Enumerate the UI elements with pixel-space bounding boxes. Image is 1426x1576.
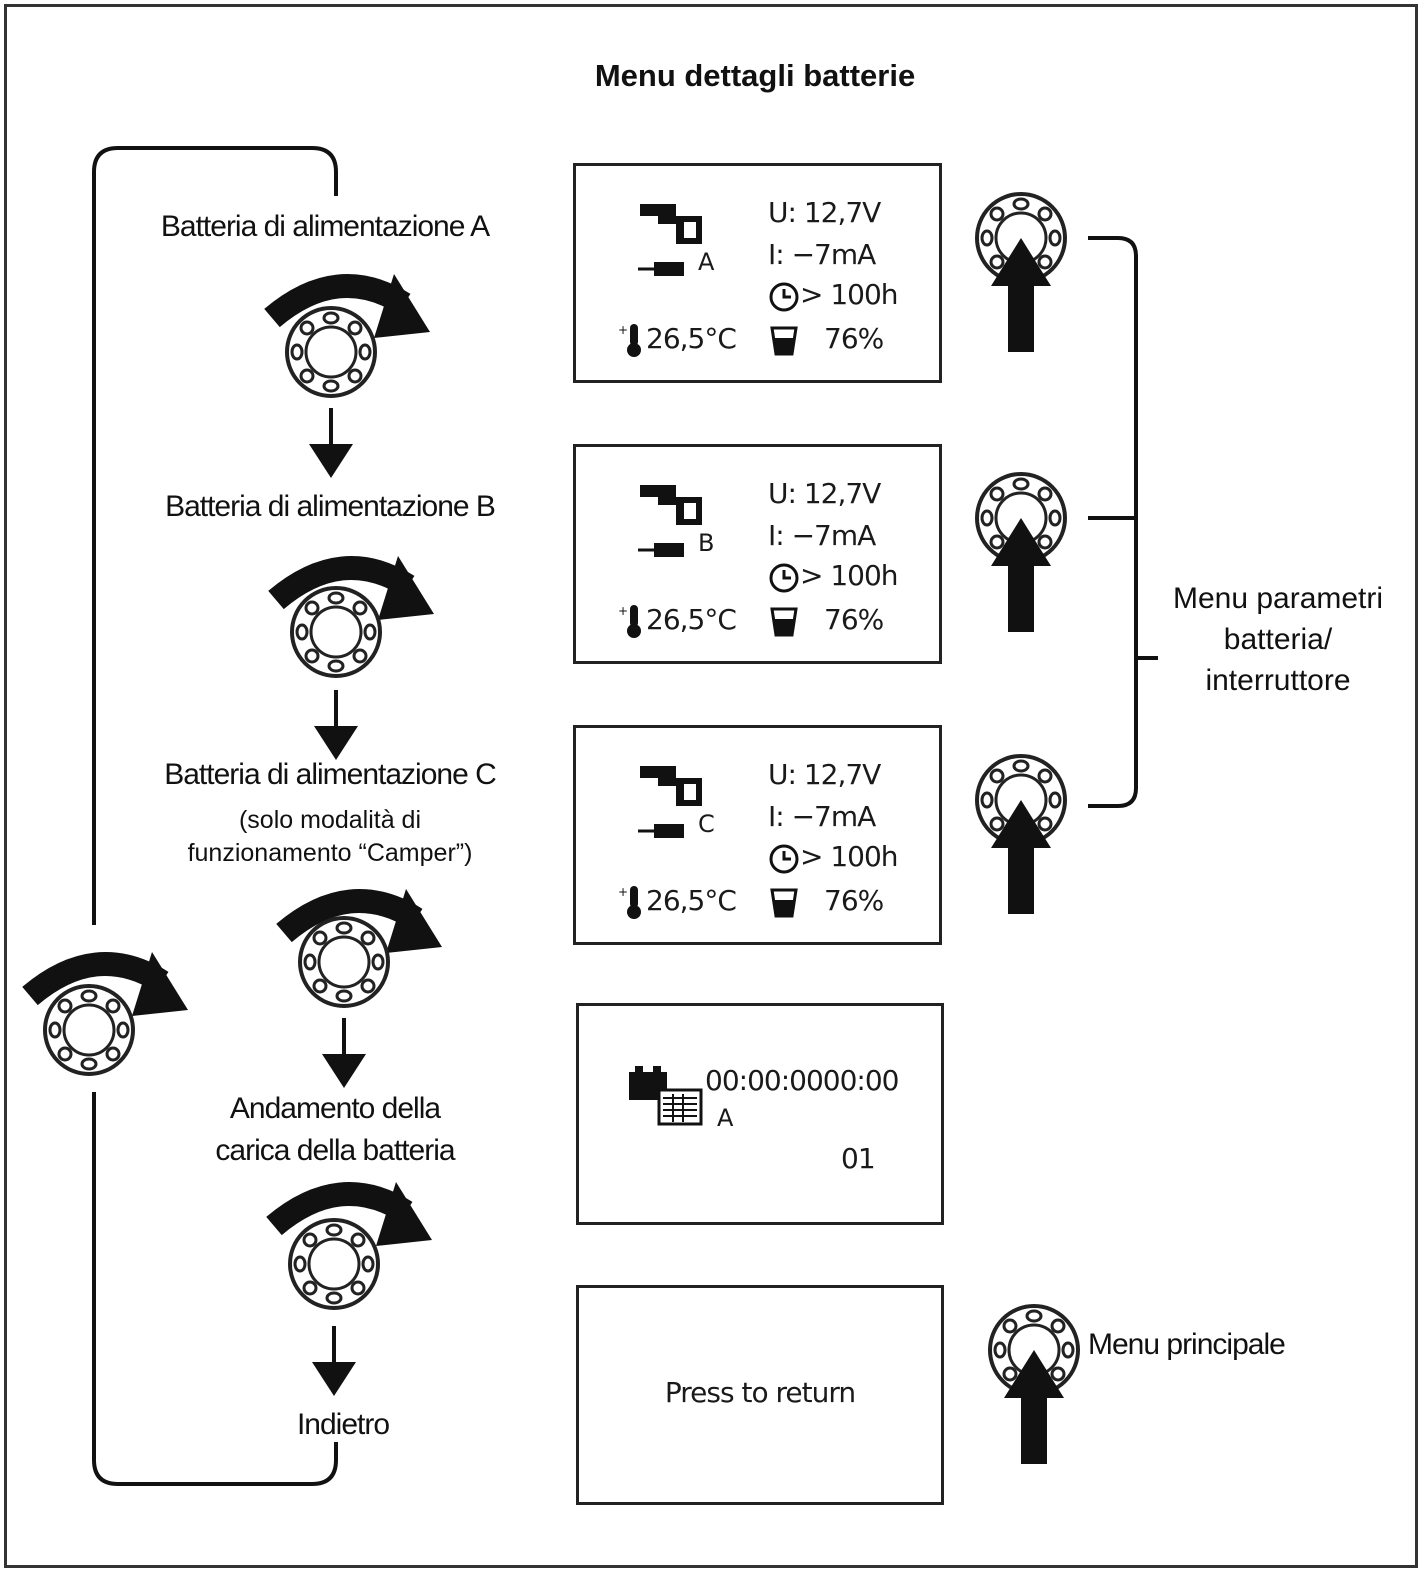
battery-plug-icon <box>638 204 702 276</box>
battery-id: B <box>698 529 715 557</box>
rotary-knob-icon <box>285 306 377 398</box>
screen-battery-a: A U: 12,7V I: −7mA > 100h + 26,5°C 76% <box>573 163 942 383</box>
down-arrow-icon <box>307 406 355 480</box>
temperature-value: 26,5°C <box>646 603 737 636</box>
screen-battery-b: B U: 12,7V I: −7mA > 100h + 26,5°C 76% <box>573 444 942 664</box>
svg-text:+: + <box>618 604 628 618</box>
svg-text:+: + <box>618 323 628 337</box>
battery-id: C <box>698 810 715 838</box>
clock-icon <box>769 282 799 312</box>
step-charge-2: carica della batteria <box>215 1134 455 1167</box>
calendar-battery-icon <box>629 1066 703 1126</box>
params-label-3: interruttore <box>1205 664 1351 697</box>
battery-plug-icon <box>638 485 702 557</box>
down-arrow-icon <box>320 1016 368 1090</box>
fuel-gauge-icon <box>770 607 798 637</box>
soc-value: 76% <box>824 322 884 355</box>
rotary-knob-icon <box>298 916 390 1008</box>
step-battery-c: Batteria di alimentazione C <box>164 758 497 791</box>
time-value: > 100h <box>800 278 899 311</box>
screen-battery-c: C U: 12,7V I: −7mA > 100h + 26,5°C 76% <box>573 725 942 945</box>
voltage-value: U: 12,7V <box>768 196 881 229</box>
step-battery-a: Batteria di alimentazione A <box>160 210 490 243</box>
main-menu-label: Menu principale <box>1088 1328 1286 1361</box>
fuel-gauge-icon <box>770 888 798 918</box>
step-charge-1: Andamento della <box>229 1092 441 1125</box>
fuel-gauge-icon <box>770 326 798 356</box>
battery-id: A <box>698 248 714 276</box>
soc-value: 76% <box>824 884 884 917</box>
charge-index: 01 <box>841 1142 876 1175</box>
down-arrow-icon <box>310 1324 358 1398</box>
params-label-2: batteria/ <box>1223 623 1333 656</box>
screen-return: Press to return <box>576 1285 944 1505</box>
current-value: I: −7mA <box>768 238 876 271</box>
rotary-knob-icon <box>290 586 382 678</box>
clock-icon <box>769 844 799 874</box>
thermometer-icon: + <box>618 604 641 638</box>
rotary-knob-icon <box>43 984 135 1076</box>
diagram-frame <box>4 4 1418 1568</box>
step-battery-b: Batteria di alimentazione B <box>165 490 496 523</box>
step-c-note-1: (solo modalità di <box>238 806 422 834</box>
step-back: Indietro <box>296 1408 390 1441</box>
soc-value: 76% <box>824 603 884 636</box>
battery-plug-icon <box>638 766 702 838</box>
params-bracket <box>1088 236 1158 808</box>
time-value: > 100h <box>800 559 899 592</box>
voltage-value: U: 12,7V <box>768 477 881 510</box>
params-label-1: Menu parametri <box>1172 582 1384 615</box>
rotary-knob-icon <box>288 1218 380 1310</box>
loop-line <box>92 146 338 1486</box>
current-value: I: −7mA <box>768 519 876 552</box>
time-value: > 100h <box>800 840 899 873</box>
clock-icon <box>769 563 799 593</box>
voltage-value: U: 12,7V <box>768 758 881 791</box>
svg-text:+: + <box>618 885 628 899</box>
charge-datetime: 00:00:0000:00 <box>705 1064 899 1097</box>
temperature-value: 26,5°C <box>646 322 737 355</box>
step-c-note-2: funzionamento “Camper”) <box>187 839 473 867</box>
charge-battery-id: A <box>717 1104 733 1132</box>
thermometer-icon: + <box>618 323 641 357</box>
screen-charge-history: 00:00:0000:00 A 01 <box>576 1003 944 1225</box>
current-value: I: −7mA <box>768 800 876 833</box>
down-arrow-icon <box>312 688 360 762</box>
page-title: Menu dettagli batterie <box>594 58 916 93</box>
return-text: Press to return <box>664 1376 856 1409</box>
temperature-value: 26,5°C <box>646 884 737 917</box>
thermometer-icon: + <box>618 885 641 919</box>
